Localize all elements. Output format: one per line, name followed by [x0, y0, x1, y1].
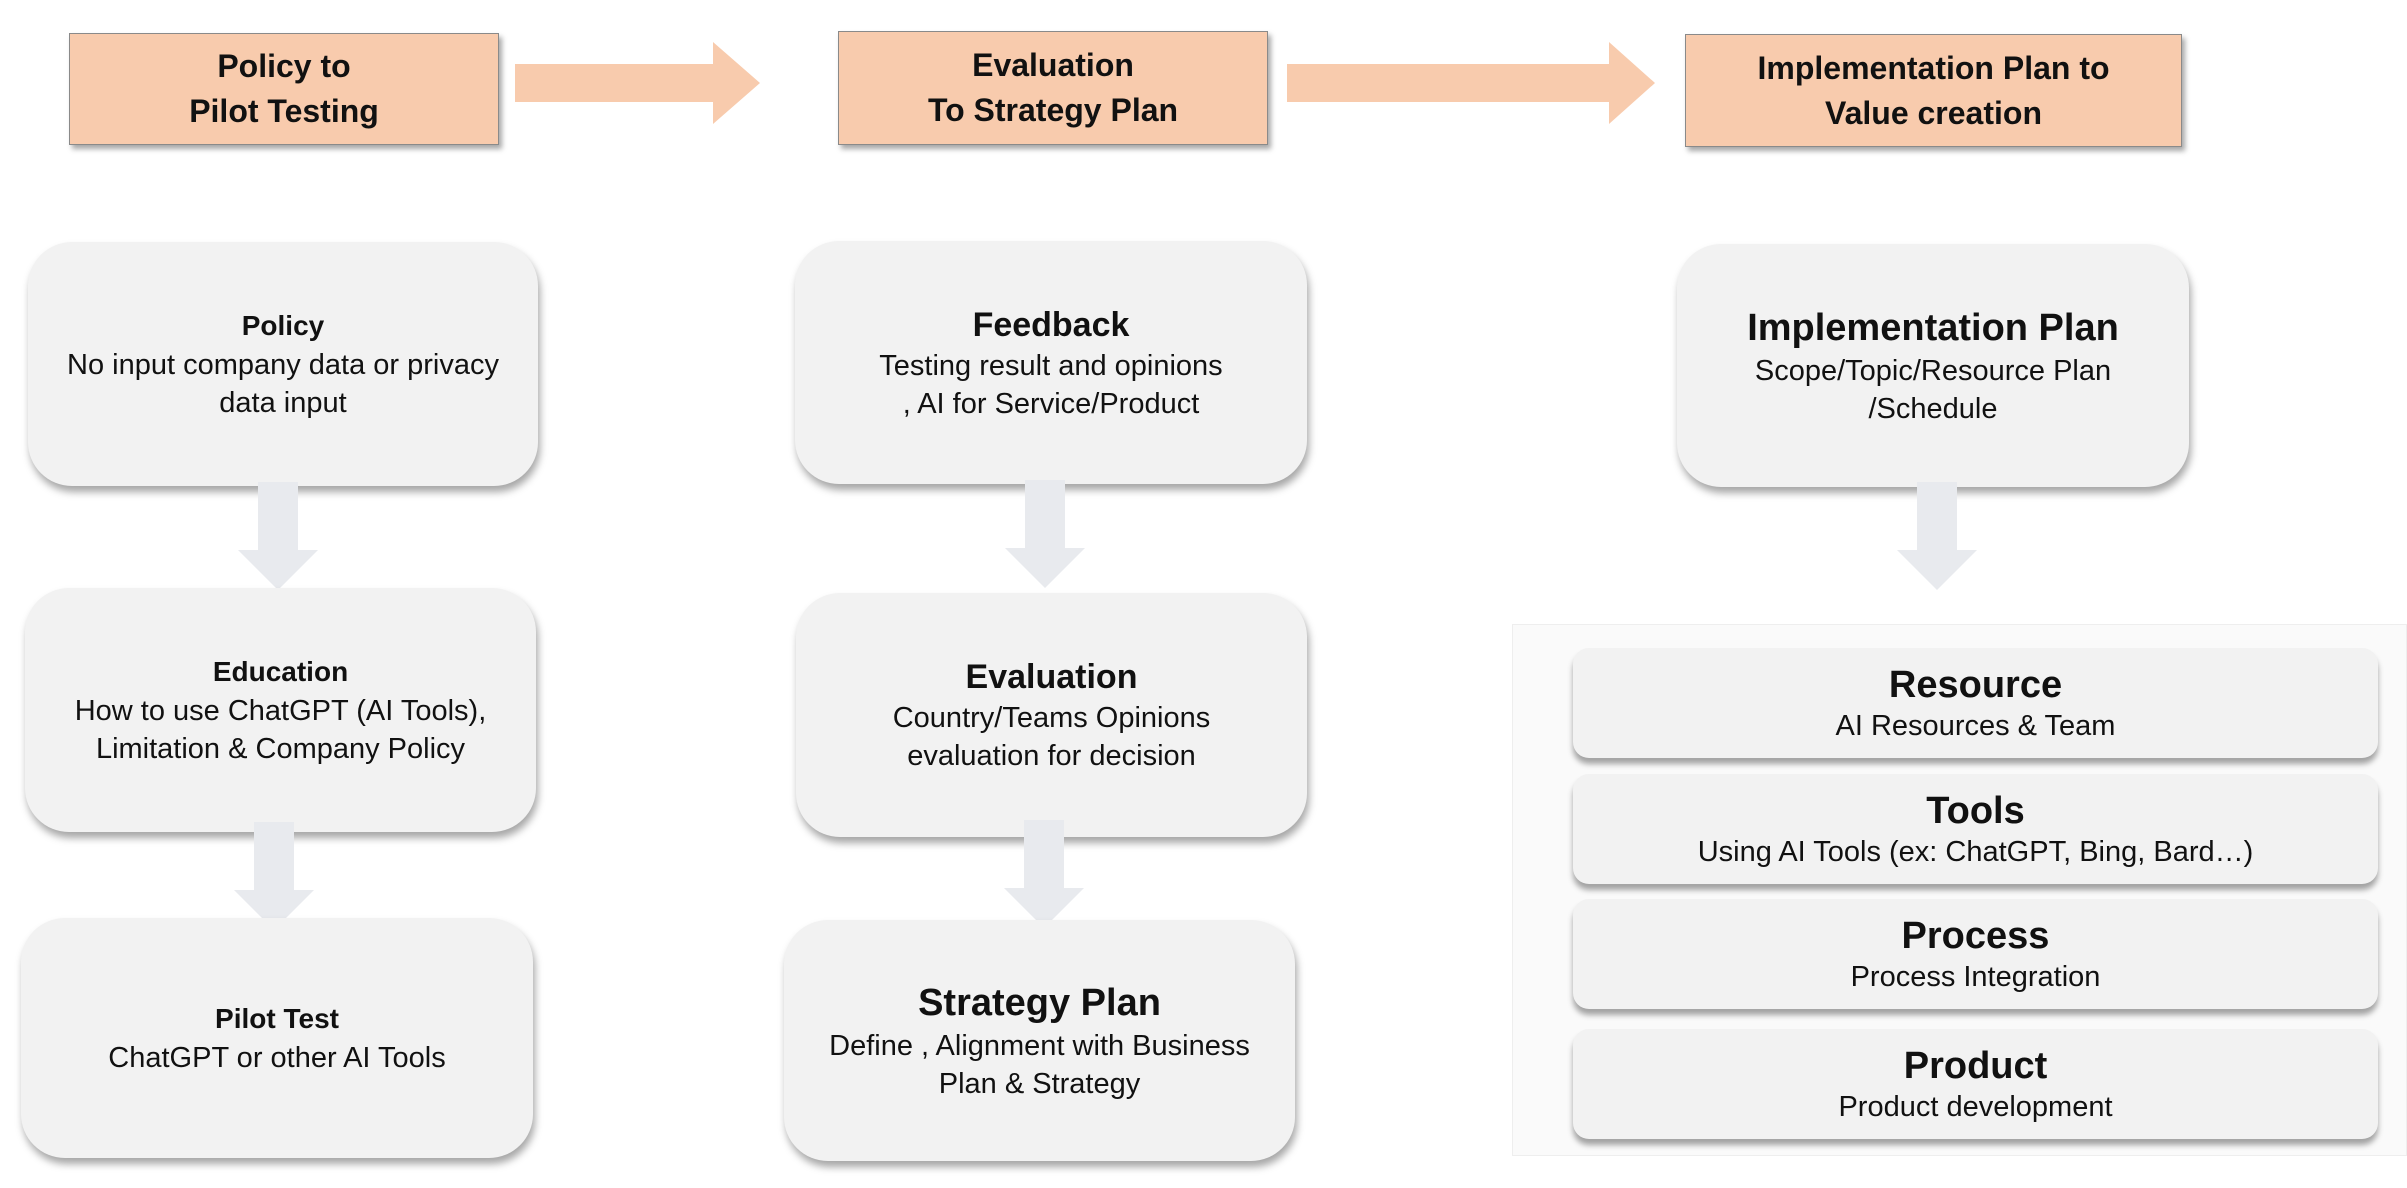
card-description: No input company data or privacy: [67, 349, 499, 381]
down-arrow-icon: [238, 482, 318, 590]
down-arrow-icon: [1897, 482, 1977, 590]
phase-title-line2: Value creation: [1825, 94, 2042, 131]
card-description: data input: [219, 387, 347, 419]
right-arrow-icon: [1287, 42, 1655, 124]
phase-box-evaluation-to-strategy: Evaluation To Strategy Plan: [838, 31, 1268, 145]
card-description: /Schedule: [1868, 392, 1998, 425]
card-strategy-plan: Strategy Plan Define , Alignment with Bu…: [784, 920, 1295, 1161]
stack-item-process: Process Process Integration: [1573, 899, 2378, 1009]
down-arrow-icon: [234, 822, 314, 930]
card-description: Plan & Strategy: [938, 1067, 1141, 1100]
card-implementation-plan: Implementation Plan Scope/Topic/Resource…: [1677, 244, 2189, 487]
card-education: Education How to use ChatGPT (AI Tools),…: [25, 588, 536, 832]
down-arrow-icon: [1004, 820, 1084, 928]
stack-item-title: Product: [1903, 1045, 2048, 1087]
card-description: , AI for Service/Product: [902, 387, 1200, 420]
card-description: ChatGPT or other AI Tools: [108, 1042, 446, 1074]
phase-title-line1: Implementation Plan to: [1757, 49, 2110, 86]
stack-item-tools: Tools Using AI Tools (ex: ChatGPT, Bing,…: [1573, 774, 2378, 884]
card-description: Scope/Topic/Resource Plan: [1754, 354, 2112, 387]
card-policy: Policy No input company data or privacy …: [28, 242, 538, 486]
stack-item-description: Process Integration: [1850, 961, 2101, 993]
card-description: Limitation & Company Policy: [95, 733, 466, 765]
card-description: Define , Alignment with Business: [829, 1029, 1250, 1062]
card-description: Testing result and opinions: [879, 349, 1223, 382]
card-description: Country/Teams Opinions: [892, 702, 1211, 734]
card-title: Policy: [241, 310, 325, 341]
stack-item-product: Product Product development: [1573, 1029, 2378, 1139]
phase-box-implementation-to-value: Implementation Plan to Value creation: [1685, 34, 2182, 147]
stack-item-title: Process: [1901, 915, 2050, 957]
phase-title-line2: To Strategy Plan: [927, 92, 1179, 128]
card-title: Education: [212, 656, 349, 687]
card-title: Implementation Plan: [1747, 306, 2119, 349]
phase-title-line1: Policy to: [217, 48, 351, 84]
card-evaluation: Evaluation Country/Teams Opinions evalua…: [796, 593, 1307, 837]
card-pilot-test: Pilot Test ChatGPT or other AI Tools: [21, 918, 533, 1158]
phase-title-line2: Pilot Testing: [189, 93, 379, 129]
right-arrow-icon: [515, 42, 760, 124]
card-description: How to use ChatGPT (AI Tools),: [74, 695, 487, 727]
card-title: Evaluation: [965, 658, 1138, 696]
stack-item-description: Using AI Tools (ex: ChatGPT, Bing, Bard……: [1697, 836, 2254, 868]
phase-box-policy-to-pilot: Policy to Pilot Testing: [69, 33, 499, 145]
card-title: Strategy Plan: [918, 981, 1161, 1024]
stack-item-title: Tools: [1926, 790, 2025, 832]
stack-item-description: Product development: [1838, 1091, 2113, 1123]
stack-item-resource: Resource AI Resources & Team: [1573, 648, 2378, 758]
card-feedback: Feedback Testing result and opinions , A…: [795, 241, 1307, 484]
card-title: Feedback: [972, 305, 1130, 344]
stack-item-title: Resource: [1888, 664, 2063, 706]
card-description: evaluation for decision: [907, 740, 1196, 772]
stack-item-description: AI Resources & Team: [1835, 710, 2116, 742]
phase-title-line1: Evaluation: [972, 47, 1134, 83]
card-title: Pilot Test: [215, 1003, 339, 1034]
down-arrow-icon: [1005, 480, 1085, 588]
